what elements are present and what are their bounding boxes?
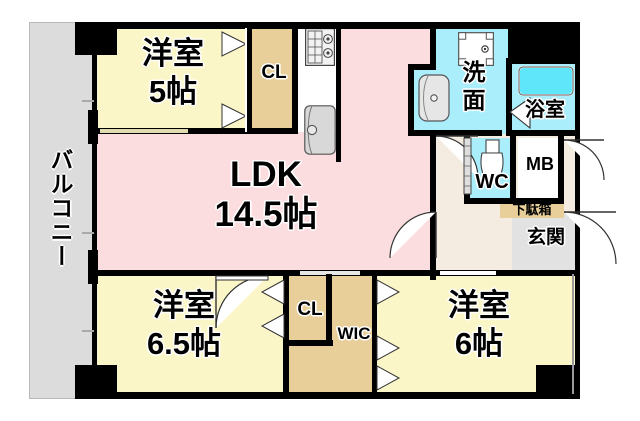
door-wc[interactable]	[463, 137, 472, 195]
room-bedroom-65jo	[92, 274, 288, 399]
label-genkan: 玄関	[526, 227, 565, 248]
label-bedroom-6jo-size: 6帖	[454, 326, 504, 361]
door-mb-swing[interactable]	[563, 139, 605, 181]
balcony-outline-left	[29, 22, 30, 399]
door-cl-top-track	[245, 28, 247, 132]
label-mb: MB	[526, 154, 554, 174]
toilet-icon	[477, 139, 507, 186]
door-cl-bottom-folding[interactable]	[260, 278, 286, 342]
window-line-ldk-bottom	[300, 271, 360, 275]
wash-basin-icon	[418, 74, 450, 122]
label-getabako: 下駄箱	[512, 202, 552, 217]
wall-ldk-bottom	[92, 270, 436, 276]
door-bedroom6-entry[interactable]	[440, 271, 496, 275]
wall-block-top-right	[508, 22, 580, 64]
wall-kitchen-right	[336, 22, 341, 162]
wall-wc-bottom	[464, 198, 564, 204]
label-yokushitsu: 浴室	[525, 99, 565, 121]
label-cl-top: CL	[261, 62, 287, 83]
door-yokushitsu[interactable]	[509, 96, 532, 130]
pillar-bottom-left	[75, 365, 117, 399]
wall-yokushitsu-bottom	[506, 130, 580, 136]
wall-hallway-bottom	[436, 270, 580, 276]
label-ldk-name: LDK	[230, 155, 302, 194]
label-bedroom-65jo-name: 洋室	[153, 288, 215, 323]
wall-mb-right	[558, 136, 564, 204]
wall-wic-left	[326, 274, 332, 346]
wall-cl-top-right	[292, 22, 298, 134]
gas-stove-icon	[305, 28, 335, 66]
wall-bedroom6-right-inner	[572, 274, 574, 394]
wall-senmen-notch-top	[408, 64, 436, 70]
balcony-outline-bottom	[29, 398, 107, 399]
label-cl-bottom: CL	[297, 299, 323, 320]
pillar-mid-left-lower	[88, 250, 98, 284]
wall-wc-right	[510, 136, 516, 204]
storage-cl-top	[252, 22, 296, 132]
wall-wic-right	[372, 274, 377, 399]
kitchen-sink-icon	[304, 105, 336, 155]
wall-outer-right	[575, 22, 580, 399]
label-balcony: バルコニー	[47, 148, 73, 268]
storage-wic	[332, 274, 376, 399]
wall-bedroom5-ldk	[92, 128, 296, 134]
wall-senmen-bottom	[408, 130, 502, 136]
label-wc: WC	[475, 171, 509, 193]
storage-getabako	[500, 202, 564, 218]
balcony-divider-lower	[82, 232, 94, 234]
room-genkan	[512, 212, 580, 274]
storage-cl-bottom	[288, 274, 332, 344]
door-ldk-hallway-swing[interactable]	[389, 211, 437, 259]
door-genkan-entrance[interactable]	[563, 211, 617, 265]
label-bedroom-6jo-name: 洋室	[448, 288, 510, 323]
balcony-divider-bottom	[82, 330, 94, 332]
label-ldk-size: 14.5帖	[214, 195, 318, 234]
label-bedroom-5jo-size: 5帖	[148, 74, 198, 109]
washing-machine-pan-icon	[458, 32, 494, 66]
wall-hallway-left	[430, 134, 436, 280]
wall-wic-bottom-left	[283, 274, 289, 399]
label-bedroom-5jo-name: 洋室	[142, 36, 204, 71]
wall-bedroom5-right	[246, 22, 252, 134]
wall-senmen-left-lower	[408, 64, 414, 136]
door-bedroom65-swing[interactable]	[215, 275, 269, 329]
label-wic: WIC	[337, 324, 371, 343]
label-bedroom-65jo-size: 6.5帖	[146, 326, 222, 361]
window-line-bedroom5-ldk	[100, 129, 188, 133]
pillar-top-left	[75, 22, 117, 55]
wall-cl-bottom-divider	[283, 340, 333, 346]
label-senmen: 洗面	[462, 59, 486, 114]
door-cl-top-folding[interactable]	[221, 28, 248, 132]
wall-outer-left	[92, 22, 97, 399]
bathtub-icon	[518, 66, 574, 96]
balcony-divider-upper	[82, 100, 94, 102]
storage-mb	[518, 138, 562, 200]
storage-wic-lower	[288, 344, 332, 399]
room-ldk	[92, 132, 436, 274]
door-wic-folding[interactable]	[376, 278, 401, 396]
balcony-outline-top	[29, 22, 107, 23]
wall-yokushitsu-left	[506, 58, 512, 136]
wall-outer-bottom	[92, 392, 580, 399]
wall-senmen-left	[430, 22, 436, 68]
pillar-mid-left-upper	[88, 110, 98, 144]
